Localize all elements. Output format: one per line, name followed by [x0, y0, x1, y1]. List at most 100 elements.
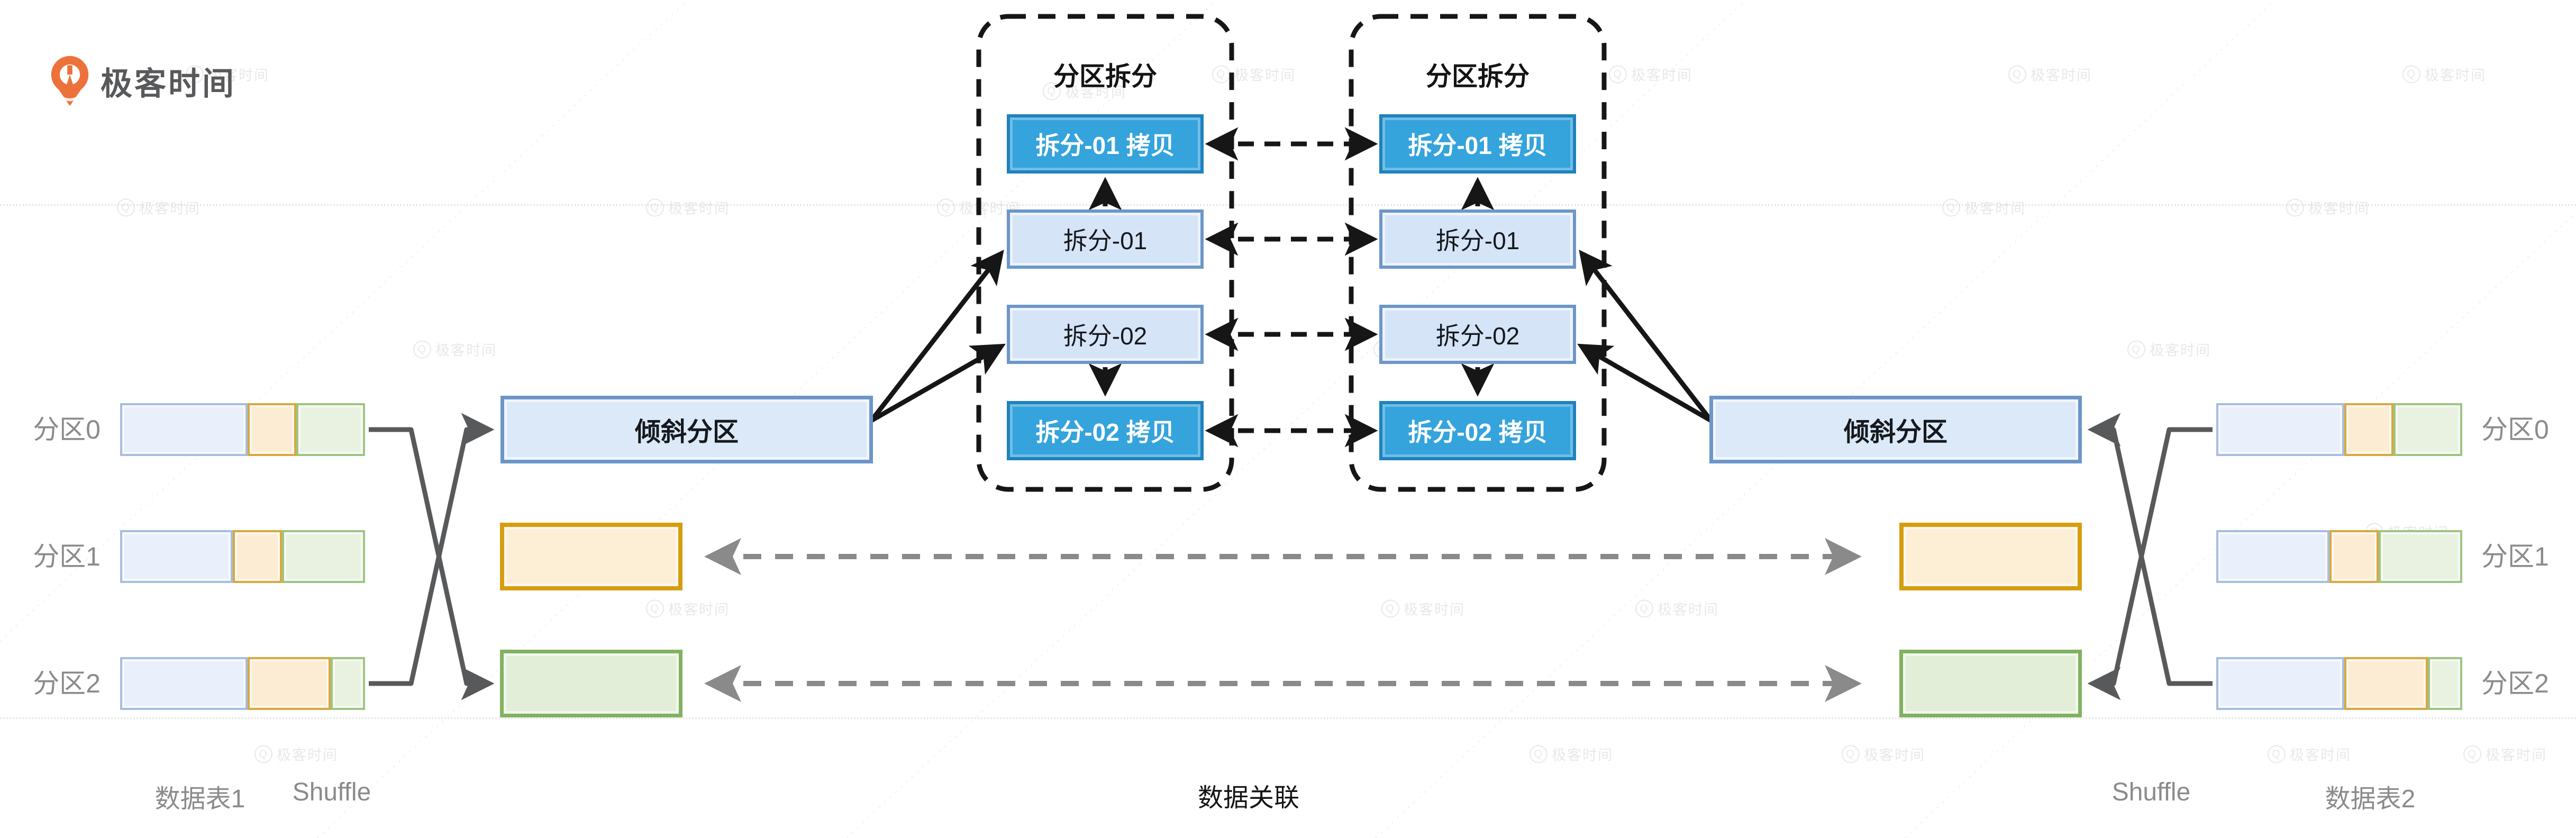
green-segment	[281, 530, 365, 583]
watermark-logo-icon: Q	[937, 198, 955, 216]
left-green-partition-box	[500, 650, 682, 717]
watermark-text: 极客时间	[2031, 67, 2092, 84]
left-partition0-label: 分区0	[33, 415, 101, 444]
watermark-logo-icon: Q	[2127, 340, 2145, 358]
right-partition1-label: 分区1	[2481, 542, 2549, 571]
watermark-text: 极客时间	[1404, 602, 1465, 618]
watermark-logo-icon: Q	[413, 340, 431, 358]
right-partition2-label: 分区2	[2481, 669, 2549, 698]
watermark-text: 极客时间	[2425, 67, 2486, 84]
faint-dotted-line	[0, 717, 2576, 719]
right-partition0-bar	[2216, 403, 2462, 456]
orange-segment	[247, 403, 297, 456]
left-split01-box: 拆分-01	[1007, 210, 1204, 269]
watermark-text: 极客时间	[1631, 67, 1692, 84]
watermark-text: 极客时间	[1864, 747, 1925, 763]
left-partition2-label: 分区2	[33, 669, 101, 698]
watermark-text: 极客时间	[2308, 201, 2370, 217]
right-split02-copy-box: 拆分-02 拷贝	[1379, 401, 1576, 460]
right-orange-partition-box	[1899, 523, 2082, 590]
left-split01-copy-box: 拆分-01 拷贝	[1007, 114, 1204, 174]
right-partition1-bar	[2216, 530, 2462, 583]
blue-segment	[120, 530, 233, 583]
green-segment	[2427, 657, 2462, 710]
faint-dotted-line	[0, 204, 2576, 206]
green-segment	[2393, 403, 2462, 456]
watermark-text: 极客时间	[2486, 747, 2547, 763]
watermark-logo-icon: Q	[1635, 599, 1653, 617]
right-partition0-label: 分区0	[2481, 415, 2549, 444]
watermark-text: 极客时间	[668, 602, 730, 618]
orange-segment	[2344, 657, 2428, 710]
right-shuffle-label: Shuffle	[2111, 778, 2191, 806]
left-partition1-bar	[120, 530, 365, 583]
blue-segment	[2216, 403, 2344, 456]
watermark-logo-icon: Q	[186, 65, 204, 83]
watermark-logo-icon: Q	[254, 745, 272, 763]
orange-segment	[247, 657, 331, 710]
watermark: Q 极客时间	[2402, 64, 2486, 85]
left-split02-box: 拆分-02	[1007, 305, 1204, 364]
left-split02-copy-box: 拆分-02 拷贝	[1007, 401, 1204, 460]
blue-segment	[120, 403, 248, 456]
geektime-logo: 极客时间	[49, 55, 236, 107]
watermark-text: 极客时间	[1658, 602, 1719, 618]
watermark-logo-icon: Q	[1609, 65, 1627, 83]
watermark-text: 极客时间	[435, 342, 497, 359]
right-shuffle-line-p2-to-skew	[2087, 413, 2213, 686]
watermark-logo-icon: Q	[646, 599, 664, 617]
watermark: Q 极客时间	[2127, 339, 2211, 360]
watermark-logo-icon: Q	[2402, 65, 2420, 83]
watermark-logo-icon: Q	[1842, 745, 1860, 763]
watermark: Q 极客时间	[1381, 598, 1465, 619]
watermark-logo-icon: Q	[2463, 745, 2481, 763]
right-skew-to-split02-arrow	[1577, 343, 1713, 423]
watermark-text: 极客时间	[1552, 747, 1613, 763]
left-shuffle-line-p0-to-green	[369, 427, 495, 700]
watermark-text: 极客时间	[2150, 342, 2211, 359]
orange-segment	[2344, 403, 2393, 456]
right-split01-box: 拆分-01	[1379, 210, 1576, 269]
left-shuffle-label: Shuffle	[292, 778, 371, 806]
join-label: 数据关联	[1197, 784, 1299, 812]
watermark-logo-icon: Q	[2008, 65, 2026, 83]
watermark-logo-icon: Q	[1381, 599, 1399, 617]
left-skewed-partition-box: 倾斜分区	[500, 396, 873, 463]
left-table-name-label: 数据表1	[154, 785, 245, 813]
right-skewed-partition-box: 倾斜分区	[1709, 396, 2082, 463]
watermark-logo-icon: Q	[1530, 745, 1548, 763]
left-split-group-title: 分区拆分	[1053, 62, 1157, 91]
green-segment	[331, 657, 365, 710]
right-partition2-bar	[2216, 657, 2462, 710]
orange-segment	[2329, 530, 2379, 583]
watermark: Q 极客时间	[1635, 598, 1719, 619]
watermark-text: 极客时间	[139, 201, 201, 217]
right-split01-copy-box: 拆分-01 拷贝	[1379, 114, 1576, 174]
watermark: Q 极客时间	[2463, 744, 2547, 764]
brand-text: 极客时间	[101, 66, 236, 102]
left-skew-to-split02-arrow	[870, 343, 1006, 423]
watermark-text: 极客时间	[208, 67, 269, 84]
watermark-logo-icon: Q	[2286, 198, 2304, 216]
left-orange-partition-box	[500, 523, 682, 590]
right-split02-box: 拆分-02	[1379, 305, 1576, 364]
green-segment	[2378, 530, 2462, 583]
watermark-logo-icon: Q	[2268, 745, 2286, 763]
geektime-pin-icon	[51, 56, 89, 106]
right-split-group-title: 分区拆分	[1425, 62, 1530, 91]
left-skew-to-split01-arrow	[869, 250, 1004, 422]
